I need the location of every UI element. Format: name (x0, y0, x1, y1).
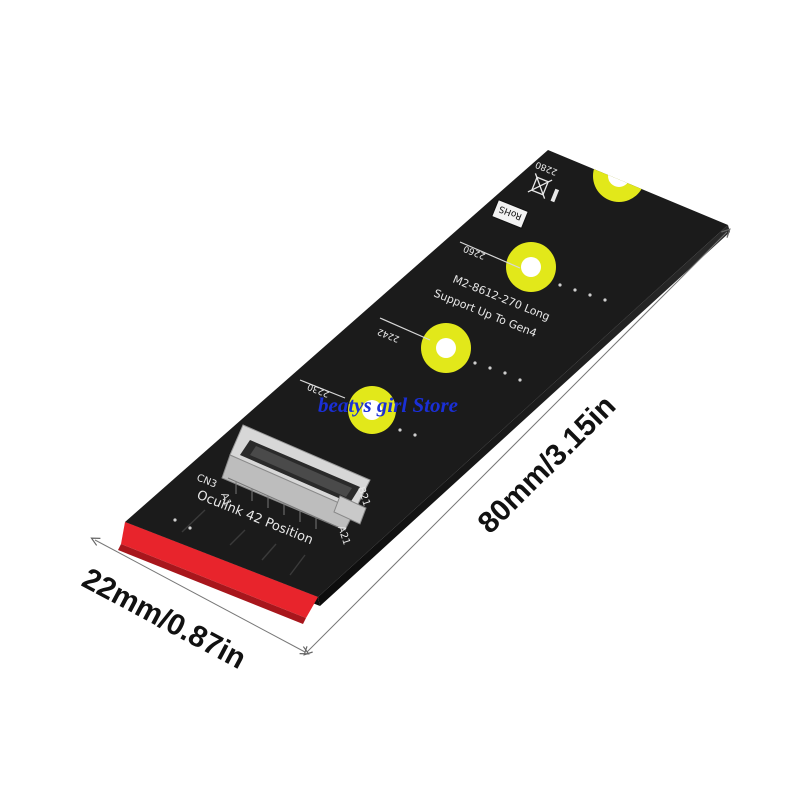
length-dimension-line (307, 232, 727, 652)
store-watermark: beatys girl Store (318, 393, 458, 417)
mount-pad-2280 (593, 150, 645, 202)
pcb-board (125, 150, 728, 597)
weee-bin-icon (527, 173, 553, 199)
rohs-badge (491, 199, 529, 229)
width-dimension-line (95, 540, 305, 652)
weee-bar (550, 188, 560, 203)
pin-a1-label: A1 (218, 492, 233, 508)
